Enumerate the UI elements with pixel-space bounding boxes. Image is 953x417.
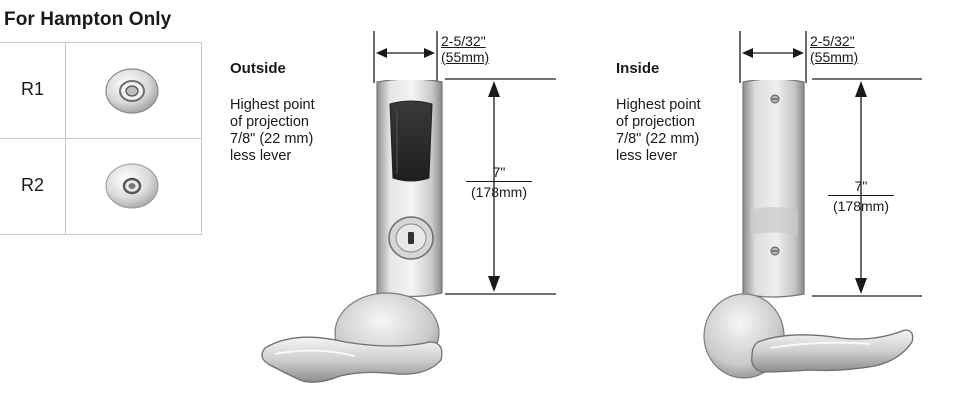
- width-mm: (55mm): [810, 49, 859, 65]
- note-line: Highest point: [616, 97, 701, 113]
- rose-trim-r1-icon: [105, 68, 159, 114]
- inside-label: Inside: [616, 60, 660, 77]
- inside-lock-illustration: [703, 80, 914, 379]
- width-mm: (55mm): [441, 49, 490, 65]
- table-row: R2: [0, 139, 201, 234]
- inside-height-dimension: 7" (178mm): [828, 178, 894, 214]
- outside-height-dimension: 7" (178mm): [466, 164, 532, 200]
- fraction-bar: [466, 181, 532, 182]
- outside-label: Outside: [230, 60, 286, 77]
- outside-lever-handle: [261, 336, 443, 383]
- outside-projection-note: Highest point of projection 7/8" (22 mm)…: [230, 97, 315, 165]
- table-row: R1: [0, 43, 201, 139]
- height-inches: 7": [854, 178, 868, 194]
- trim-table-title: For Hampton Only: [4, 9, 172, 30]
- note-line: of projection: [616, 114, 695, 130]
- trim-table: For Hampton Only R1 R2: [0, 0, 202, 235]
- outside-lock-illustration: [261, 80, 443, 383]
- note-line: 7/8" (22 mm): [616, 131, 700, 147]
- inside-width-dimension: 2-5/32" (55mm): [810, 33, 858, 65]
- note-line: 7/8" (22 mm): [230, 131, 314, 147]
- inside-lever-handle: [751, 329, 914, 373]
- card-reader-window: [389, 100, 433, 182]
- outside-width-dimension: 2-5/32" (55mm): [441, 33, 489, 65]
- inside-projection-note: Highest point of projection 7/8" (22 mm)…: [616, 97, 701, 165]
- note-line: less lever: [616, 148, 678, 164]
- width-inches: 2-5/32": [441, 33, 486, 49]
- note-line: less lever: [230, 148, 292, 164]
- fraction-bar: [828, 195, 894, 196]
- trim-code: R2: [21, 175, 45, 195]
- width-inches: 2-5/32": [810, 33, 855, 49]
- height-inches: 7": [492, 164, 506, 180]
- escutcheon-plate: [742, 80, 805, 298]
- rose-trim-r2-icon: [105, 163, 159, 209]
- keyway-icon: [408, 232, 414, 244]
- trim-table-grid: R1 R2: [0, 42, 202, 235]
- note-line: Highest point: [230, 97, 315, 113]
- trim-code: R1: [21, 79, 45, 99]
- note-line: of projection: [230, 114, 309, 130]
- height-mm: (178mm): [832, 198, 889, 214]
- height-mm: (178mm): [470, 184, 527, 200]
